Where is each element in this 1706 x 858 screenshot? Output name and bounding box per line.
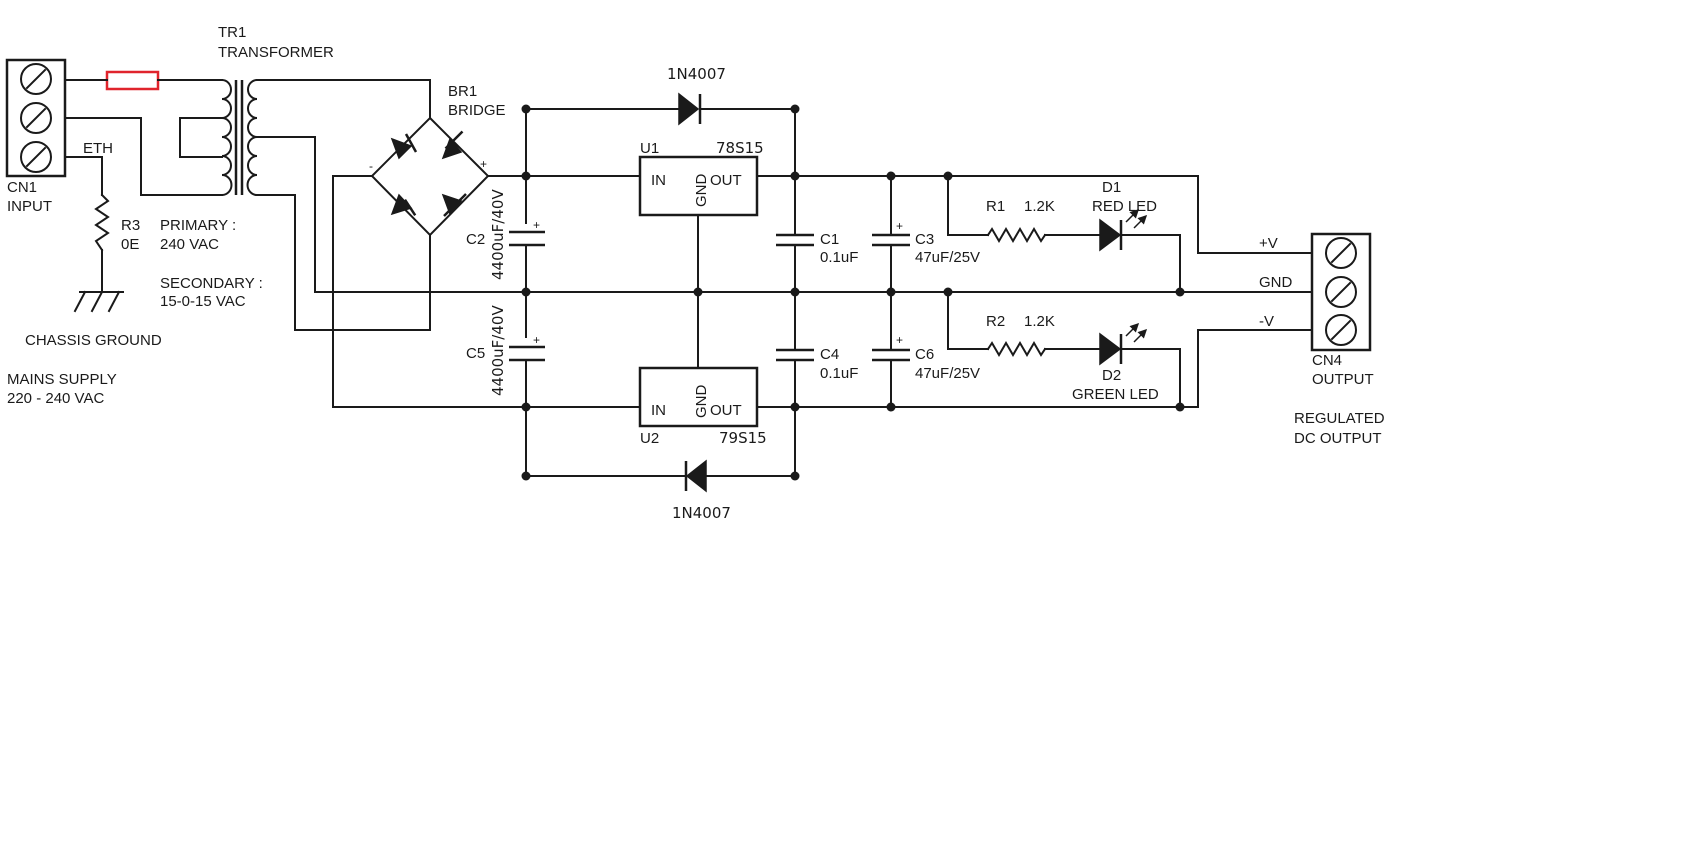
regulated-label: REGULATED: [1294, 410, 1385, 427]
cn4-output-connector: [1310, 232, 1372, 352]
c3-capacitor: [872, 233, 910, 247]
u2-part-number: 79S15: [719, 429, 767, 447]
bridge-label: BRIDGE: [448, 102, 506, 119]
diode-1n4007-top: [678, 92, 702, 126]
bridge-plus-sign: +: [480, 157, 487, 171]
c3-plus-sign: +: [896, 219, 903, 233]
c1-value: 0.1uF: [820, 249, 858, 266]
cn1-input-connector: [5, 58, 67, 178]
fuse: [105, 70, 160, 91]
c4-label: C4: [820, 346, 839, 363]
cn1-terminal-screw-2: [20, 102, 52, 134]
d1-red-led: [1099, 208, 1148, 252]
junction-dots: [521, 104, 1185, 481]
bridge-diode-top-right: [441, 130, 464, 160]
transformer-label: TRANSFORMER: [218, 44, 334, 61]
minus-v-label: -V: [1259, 313, 1274, 330]
c3-value: 47uF/25V: [915, 249, 980, 266]
cn4-terminal-screw-3: [1325, 314, 1357, 346]
mains-supply-label: MAINS SUPPLY: [7, 371, 117, 388]
mains-supply-value: 220 - 240 VAC: [7, 390, 104, 407]
c2-value: 4400uF/40V: [489, 189, 507, 280]
diode-bottom-label: 1N4007: [672, 504, 731, 522]
bridge-diode-bottom-right: [441, 193, 467, 217]
br1-label: BR1: [448, 83, 477, 100]
u1-pin-gnd: GND: [693, 174, 710, 208]
r3-value: 0E: [121, 236, 139, 253]
u2-label: U2: [640, 430, 659, 447]
cn4-terminal-screw-1: [1325, 237, 1357, 269]
secondary-wires: [256, 79, 431, 331]
c6-capacitor: [872, 348, 910, 362]
r1-resistor: [986, 227, 1047, 243]
c6-plus-sign: +: [896, 333, 903, 347]
bridge-diode-top-left: [390, 133, 418, 160]
primary-label: PRIMARY :: [160, 217, 236, 234]
c6-value: 47uF/25V: [915, 365, 980, 382]
u1-label: U1: [640, 140, 659, 157]
r1-label: R1: [986, 198, 1005, 215]
r1-value: 1.2K: [1024, 198, 1055, 215]
cn4-label: CN4: [1312, 352, 1342, 369]
secondary-value: 15-0-15 VAC: [160, 293, 246, 310]
c4-value: 0.1uF: [820, 365, 858, 382]
primary-value: 240 VAC: [160, 236, 219, 253]
bridge-diode-bottom-left: [390, 193, 417, 217]
u1-pin-out: OUT: [710, 172, 742, 189]
br1-bridge-rectifier: [370, 116, 490, 237]
c5-plus-sign: +: [533, 333, 540, 347]
c2-plus-sign: +: [533, 218, 540, 232]
input-wires: [64, 79, 223, 293]
d1-label: D1: [1102, 179, 1121, 196]
u2-pin-out: OUT: [710, 402, 742, 419]
cn1-terminal-screw-3: [20, 141, 52, 173]
c2-label: C2: [466, 231, 485, 248]
cn4-terminal-screw-2: [1325, 276, 1357, 308]
gnd-label: GND: [1259, 274, 1293, 291]
bridge-minus-sign: -: [369, 159, 373, 173]
c5-capacitor: [509, 345, 545, 362]
c6-label: C6: [915, 346, 934, 363]
secondary-label: SECONDARY :: [160, 275, 263, 292]
cn1-label: CN1: [7, 179, 37, 196]
cn1-terminal-screw-1: [20, 63, 52, 95]
diode-top-label: 1N4007: [667, 65, 726, 83]
r2-resistor: [986, 341, 1047, 357]
r3-label: R3: [121, 217, 140, 234]
d2-green-led: [1099, 322, 1148, 366]
chassis-ground-symbol: [73, 290, 124, 313]
rail-wires: [314, 108, 1313, 477]
c1-capacitor: [776, 233, 814, 247]
c4-capacitor: [776, 348, 814, 362]
u2-pin-in: IN: [651, 402, 666, 419]
u2-pin-gnd: GND: [693, 385, 710, 419]
cn1-input-label: INPUT: [7, 198, 52, 215]
c5-value: 4400uF/40V: [489, 305, 507, 396]
tr1-transformer: [220, 78, 259, 197]
c2-capacitor: [509, 230, 545, 247]
u1-part-number: 78S15: [716, 139, 764, 157]
c1-label: C1: [820, 231, 839, 248]
dc-output-label: DC OUTPUT: [1294, 430, 1382, 447]
r2-value: 1.2K: [1024, 313, 1055, 330]
r2-label: R2: [986, 313, 1005, 330]
d2-description: GREEN LED: [1072, 386, 1159, 403]
d2-label: D2: [1102, 367, 1121, 384]
chassis-ground-label: CHASSIS GROUND: [25, 332, 162, 349]
d1-description: RED LED: [1092, 198, 1157, 215]
u1-pin-in: IN: [651, 172, 666, 189]
c3-label: C3: [915, 231, 934, 248]
eth-label: ETH: [83, 140, 113, 157]
diode-1n4007-bottom: [684, 459, 707, 493]
c5-label: C5: [466, 345, 485, 362]
tr1-label: TR1: [218, 24, 246, 41]
plus-v-label: +V: [1259, 235, 1278, 252]
u2-regulator-79s15: [638, 366, 759, 428]
r3-resistor: [94, 193, 110, 252]
cn4-output-label: OUTPUT: [1312, 371, 1374, 388]
u1-regulator-78s15: [638, 155, 759, 217]
